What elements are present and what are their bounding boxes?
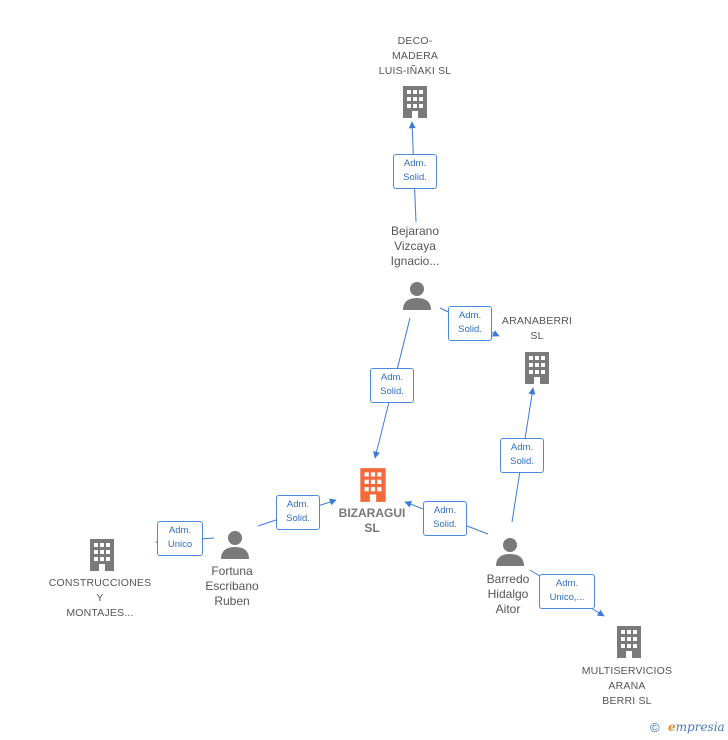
label-line: Ignacio... [390, 254, 440, 268]
copyright-symbol: © [650, 720, 660, 735]
label-line: BIZARAGUI [338, 506, 406, 520]
label-line: Y [96, 592, 104, 604]
role-box-bejarano-aranaberri[interactable]: Adm. Solid. [448, 306, 492, 341]
role-line: Solid. [458, 324, 482, 335]
brand-logo[interactable]: empresia [668, 720, 725, 734]
label-line: BERRI SL [602, 695, 652, 707]
person-icon [221, 531, 249, 559]
role-box-bejarano-bizaragui[interactable]: Adm. Solid. [370, 368, 414, 403]
company-label-multiservicios[interactable]: MULTISERVICIOS ARANA BERRI SL [562, 664, 692, 709]
role-box-barredo-bizaragui[interactable]: Adm. Solid. [423, 501, 467, 536]
role-line: Adm. [380, 372, 404, 383]
label-line: Ruben [214, 594, 250, 608]
person-label-fortuna[interactable]: Fortuna Escribano Ruben [182, 564, 282, 609]
label-line: Vizcaya [394, 239, 436, 253]
role-line: Solid. [286, 513, 310, 524]
building-icon [525, 352, 549, 384]
label-line: ARANA [608, 680, 646, 692]
role-line: Adm. [403, 158, 427, 169]
role-line: Adm. [286, 499, 310, 510]
brand-rest: mpresia [675, 720, 725, 734]
role-box-bejarano-deco[interactable]: Adm. Solid. [393, 154, 437, 189]
role-line: Unico,... [549, 592, 585, 603]
role-line: Adm. [458, 310, 482, 321]
role-line: Solid. [510, 456, 534, 467]
role-line: Solid. [403, 172, 427, 183]
label-line: Bejarano [390, 224, 440, 238]
person-label-bejarano[interactable]: Bejarano Vizcaya Ignacio... [365, 224, 465, 269]
label-line: Barredo [486, 572, 530, 586]
role-line: Solid. [433, 519, 457, 530]
company-label-deco[interactable]: DECO- MADERA LUIS-IÑAKI SL [355, 34, 475, 79]
role-box-barredo-multiservicios[interactable]: Adm. Unico,... [539, 574, 595, 609]
label-line: Hidalgo [487, 587, 529, 601]
label-line: ARANABERRI [501, 315, 573, 327]
role-line: Adm. [510, 442, 534, 453]
label-line: DECO- [397, 35, 433, 47]
company-label-bizaragui[interactable]: BIZARAGUI SL [322, 506, 422, 536]
role-line: Adm. [555, 578, 579, 589]
brand-e: e [668, 720, 676, 734]
person-label-barredo[interactable]: Barredo Hidalgo Aitor [458, 572, 558, 617]
building-icon [403, 86, 427, 118]
company-label-aranaberri[interactable]: ARANABERRI SL [487, 314, 587, 344]
label-line: LUIS-IÑAKI SL [378, 65, 452, 77]
label-line: MONTAJES... [66, 607, 134, 619]
label-line: MULTISERVICIOS [581, 665, 673, 677]
label-line: Aitor [495, 602, 521, 616]
label-line: Fortuna [211, 564, 253, 578]
label-line: Escribano [205, 579, 259, 593]
role-line: Adm. [168, 525, 192, 536]
role-box-fortuna-construcciones[interactable]: Adm. Unico [157, 521, 203, 556]
role-line: Unico [167, 539, 193, 550]
role-line: Solid. [380, 386, 404, 397]
label-line: CONSTRUCCIONES [48, 577, 152, 589]
building-icon [90, 539, 114, 571]
label-line: SL [364, 521, 380, 535]
person-icon [403, 282, 431, 310]
person-icon [496, 538, 524, 566]
role-box-fortuna-bizaragui[interactable]: Adm. Solid. [276, 495, 320, 530]
building-icon-center [360, 468, 386, 502]
company-label-construcciones[interactable]: CONSTRUCCIONES Y MONTAJES... [30, 576, 170, 621]
role-box-barredo-aranaberri[interactable]: Adm. Solid. [500, 438, 544, 473]
label-line: MADERA [391, 50, 439, 62]
building-icon [617, 626, 641, 658]
role-line: Adm. [433, 505, 457, 516]
label-line: SL [530, 330, 544, 342]
